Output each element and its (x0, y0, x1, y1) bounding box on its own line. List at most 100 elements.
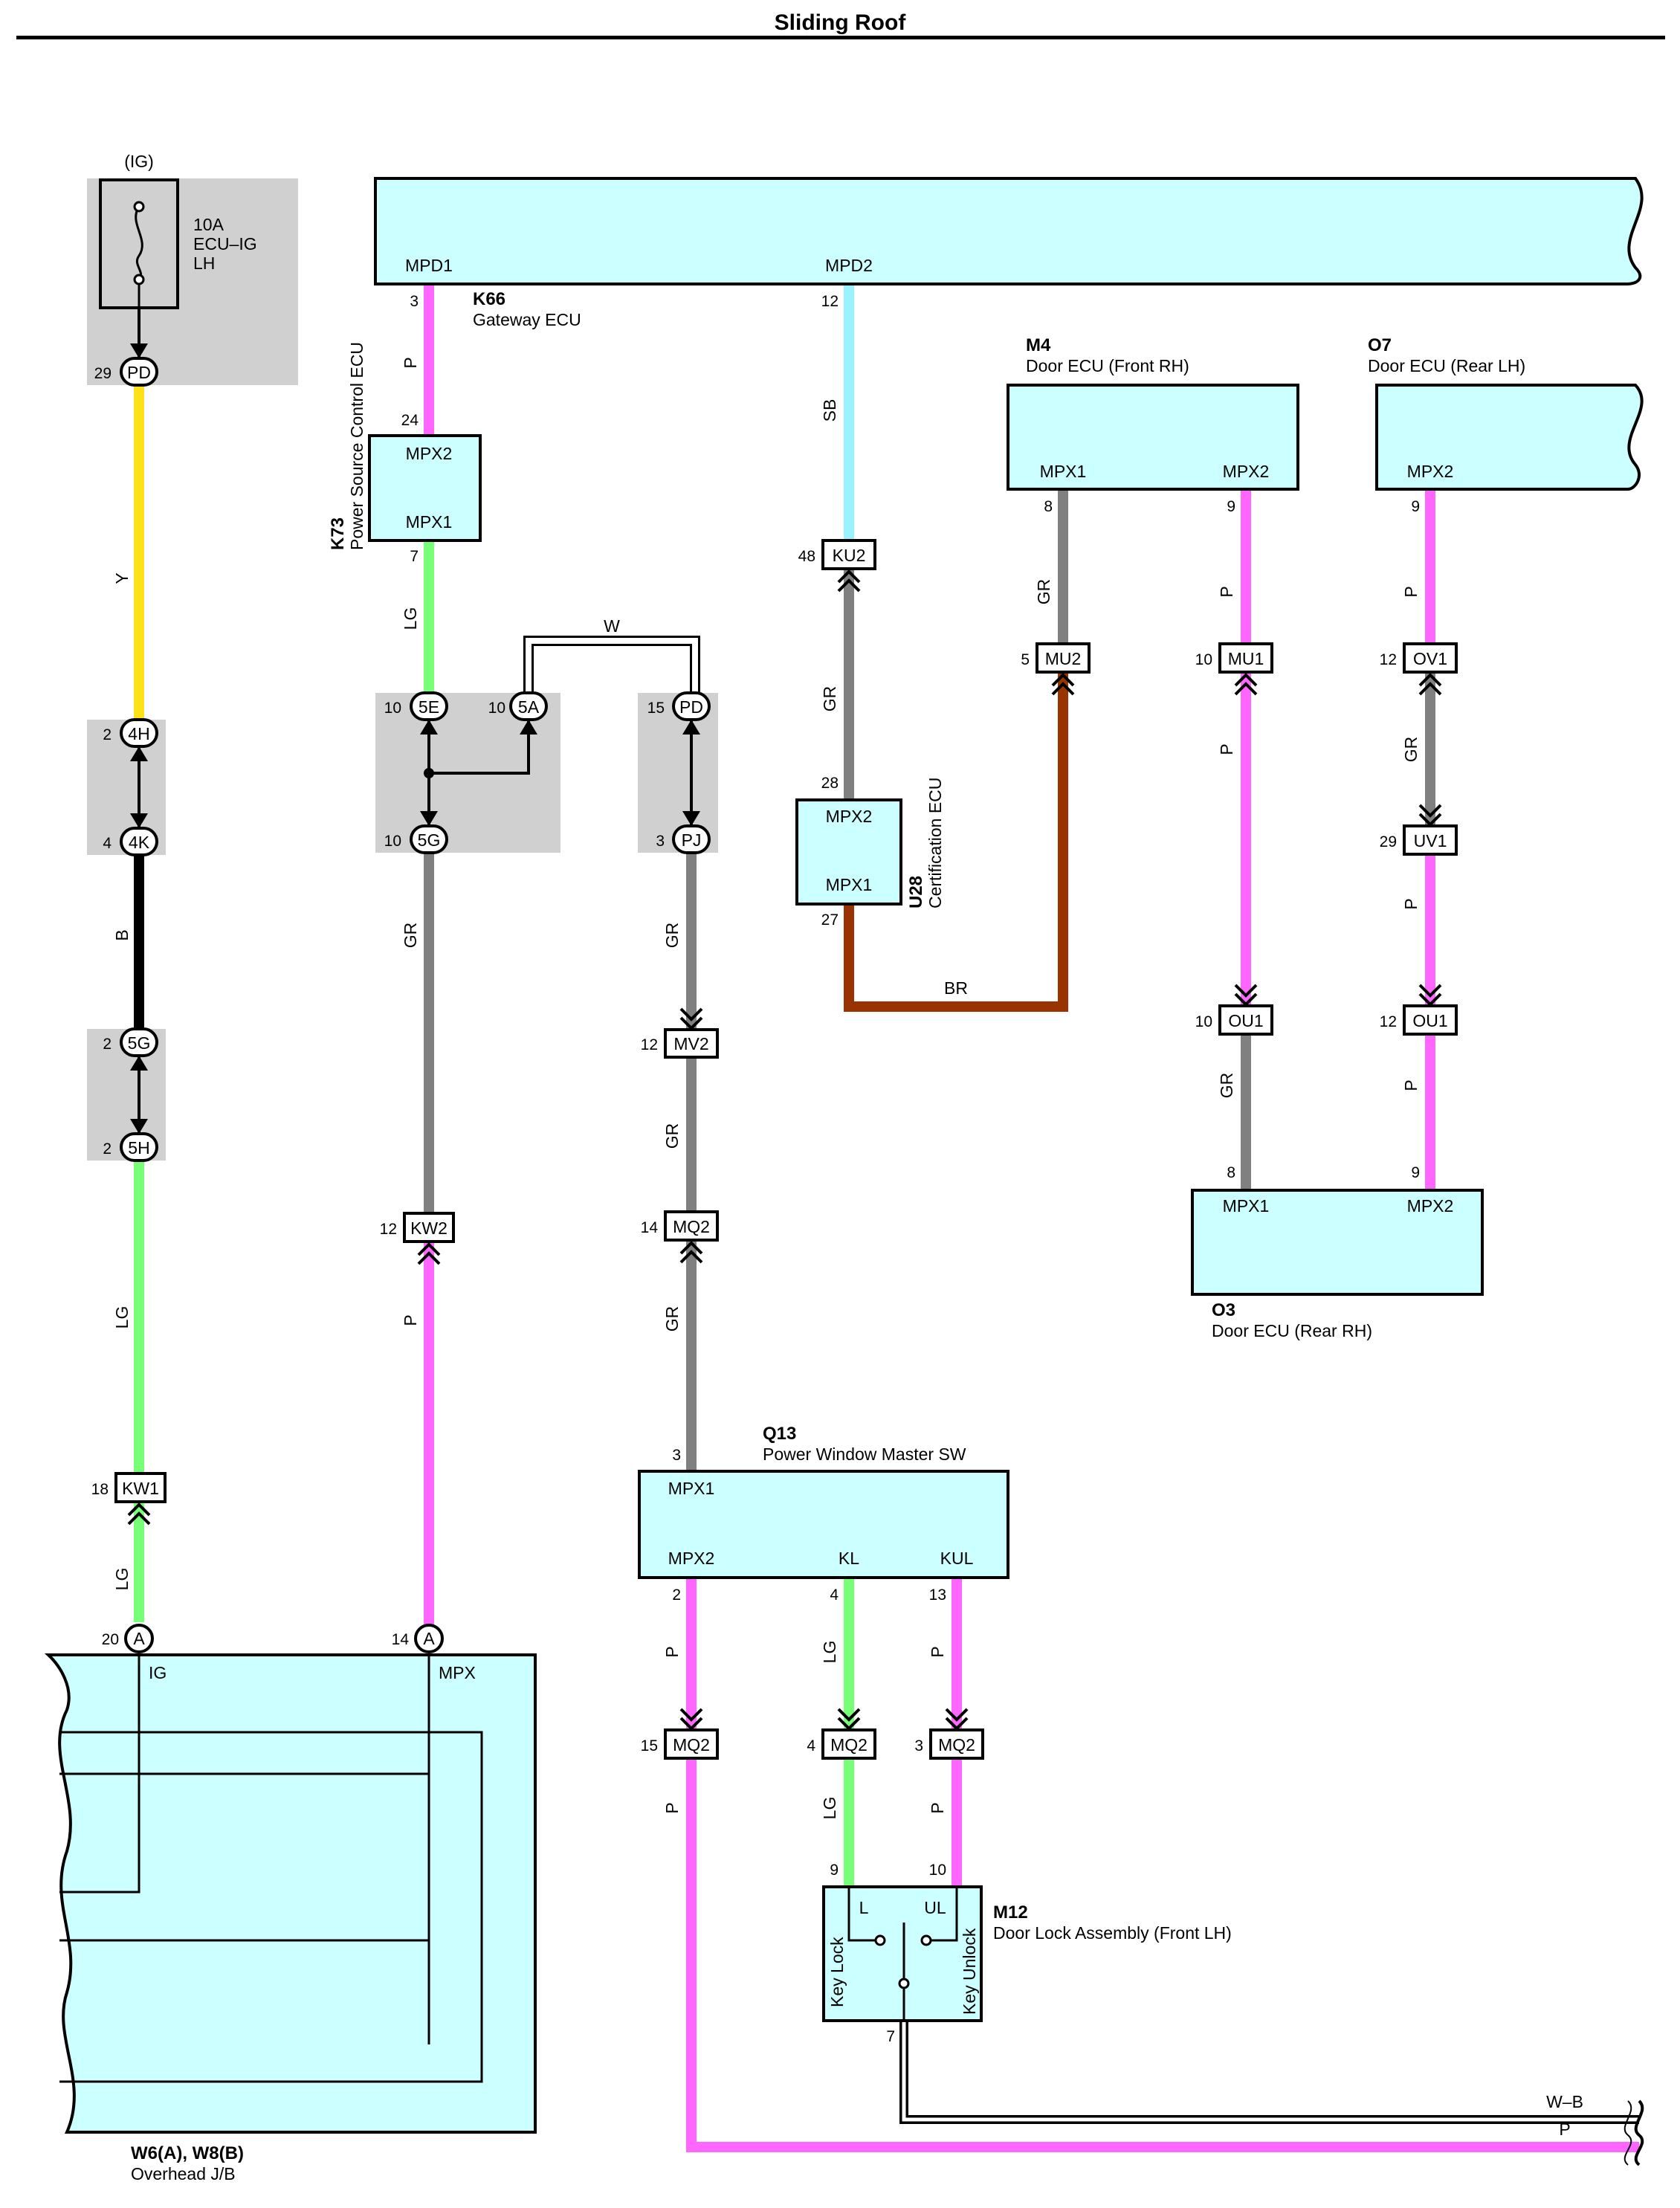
wire-p-4 (686, 1758, 1639, 2152)
wire-label-p-12: P (1559, 2120, 1570, 2139)
q13-box (638, 1470, 1009, 1579)
connector-pin: 12 (1380, 651, 1397, 668)
arrow-up-icon (130, 1056, 148, 1071)
connector-label: A (133, 1629, 145, 1648)
wire-label-p-5: P (662, 1802, 682, 1813)
connector-pin: 10 (384, 700, 401, 717)
q13-terminal-mpx2: MPX2 (668, 1549, 715, 1568)
k66-terminal-mpd1: MPD1 (405, 256, 453, 275)
pin-k66-mpd1: 3 (410, 293, 419, 310)
fuse-amp: 10A (193, 215, 224, 234)
arrow-down-icon (130, 1119, 148, 1134)
connector-label: 4K (129, 833, 150, 852)
connector-pin: 14 (641, 1219, 659, 1236)
w6-mpx-trace (59, 1655, 430, 1942)
fuse-icon (135, 206, 143, 281)
connector-label: OV1 (1413, 649, 1447, 668)
q13-terminal-mpx1: MPX1 (668, 1479, 715, 1498)
chevron-up-icon (1051, 673, 1075, 696)
pin-q13-kul: 13 (929, 1586, 946, 1604)
connector-pin: 12 (1380, 1013, 1397, 1030)
connector-label: 4H (128, 724, 149, 743)
connector-label: PD (127, 363, 151, 382)
k73-box (368, 434, 482, 542)
w6-terminal-mpx: MPX (439, 1663, 476, 1682)
connector-mq2-a (664, 1210, 719, 1242)
pin-m12-ul: 10 (929, 1862, 946, 1879)
fuse-junction-box (87, 178, 298, 385)
connector-kw1 (114, 1472, 167, 1503)
connector-label: 5A (518, 697, 540, 717)
connector-pin: 10 (384, 833, 401, 850)
m4-name: Door ECU (Front RH) (1026, 356, 1189, 375)
w6-ig-trace (59, 1655, 140, 1894)
k66-code: K66 (473, 289, 505, 309)
pin-u28-mpx2: 28 (821, 775, 839, 792)
wire-label-b: B (112, 929, 132, 940)
o7-terminal-mpx2: MPX2 (1407, 462, 1454, 481)
pin-o7-mpx2: 9 (1411, 498, 1420, 515)
connector-label: UV1 (1414, 831, 1447, 850)
arrow-up-icon (520, 720, 537, 735)
pin-m4-mpx2: 9 (1227, 498, 1235, 515)
connector-label: A (423, 1629, 435, 1648)
page-title: Sliding Roof (775, 10, 907, 35)
connector-mu1 (1218, 642, 1273, 674)
arrow-up-icon (420, 720, 438, 735)
connector-label: MQ2 (673, 1735, 710, 1755)
connector-pin: 20 (102, 1631, 119, 1648)
wire-label-lg-1: LG (112, 1306, 132, 1329)
k73-name: Power Source Control ECU (347, 342, 366, 550)
o7-code: O7 (1368, 335, 1392, 355)
connector-ov1 (1403, 642, 1458, 674)
m4-terminal-mpx1: MPX1 (1040, 462, 1087, 481)
wire-label-br: BR (944, 978, 968, 998)
connector-pin: 29 (94, 365, 112, 382)
wire-label-gr-6: GR (1034, 579, 1053, 605)
connector-label: KW2 (410, 1218, 448, 1238)
arrow-down-icon (420, 811, 438, 826)
connector-kw2 (403, 1212, 455, 1243)
chevron-down-icon (1418, 804, 1442, 827)
wire-label-lg-4: LG (820, 1641, 839, 1664)
fuse-terminal-top (133, 201, 145, 213)
m12-name: Door Lock Assembly (Front LH) (993, 1923, 1232, 1943)
fuse-name-2: LH (193, 254, 215, 273)
wire-label-lg-3: LG (401, 607, 420, 630)
chevron-up-icon (417, 1242, 441, 1265)
wire-label-p-7: P (1217, 586, 1236, 597)
wire-label-w-b: W–B (1546, 2092, 1583, 2111)
wire-w-b (899, 2021, 1639, 2124)
wire-label-gr-5: GR (820, 686, 839, 712)
connector-pin: 5 (1021, 651, 1030, 668)
pin-k73-mpx2: 24 (401, 412, 419, 429)
connector-uv1 (1403, 824, 1458, 856)
chevron-up-icon (837, 569, 861, 593)
chevron-up-icon (1234, 673, 1258, 696)
m12-switch-key-unlock: Key Unlock (960, 1928, 979, 2015)
wire-label-gr-7: GR (1217, 1073, 1236, 1099)
connector-pin: 12 (641, 1036, 658, 1053)
connector-a-ig (124, 1624, 154, 1653)
pin-k73-mpx1: 7 (410, 548, 419, 565)
connector-label: MU2 (1045, 649, 1082, 668)
connector-ou1-a (1218, 1004, 1273, 1036)
w6-inner-frame-1 (59, 1731, 483, 2083)
wire-label-lg-2: LG (112, 1568, 132, 1591)
connector-pin: 2 (103, 1140, 112, 1158)
o7-name: Door ECU (Rear LH) (1368, 356, 1525, 375)
junction-pd-pj (638, 693, 718, 853)
break-symbol-wires (1634, 2099, 1644, 2166)
w6-box (44, 1653, 537, 2134)
arrow-up-icon (682, 720, 700, 735)
u28-terminal-mpx2: MPX2 (826, 807, 873, 826)
pin-q13-kl: 4 (830, 1586, 839, 1604)
m12-contact-ul (920, 1934, 932, 1946)
m4-box (1007, 384, 1299, 491)
m12-terminal-l: L (859, 1898, 869, 1917)
wire-label-p-3: P (662, 1646, 682, 1657)
pin-q13-mpx1: 3 (672, 1447, 681, 1464)
connector-pin: 10 (488, 700, 505, 717)
arrow-down-icon (130, 343, 148, 358)
